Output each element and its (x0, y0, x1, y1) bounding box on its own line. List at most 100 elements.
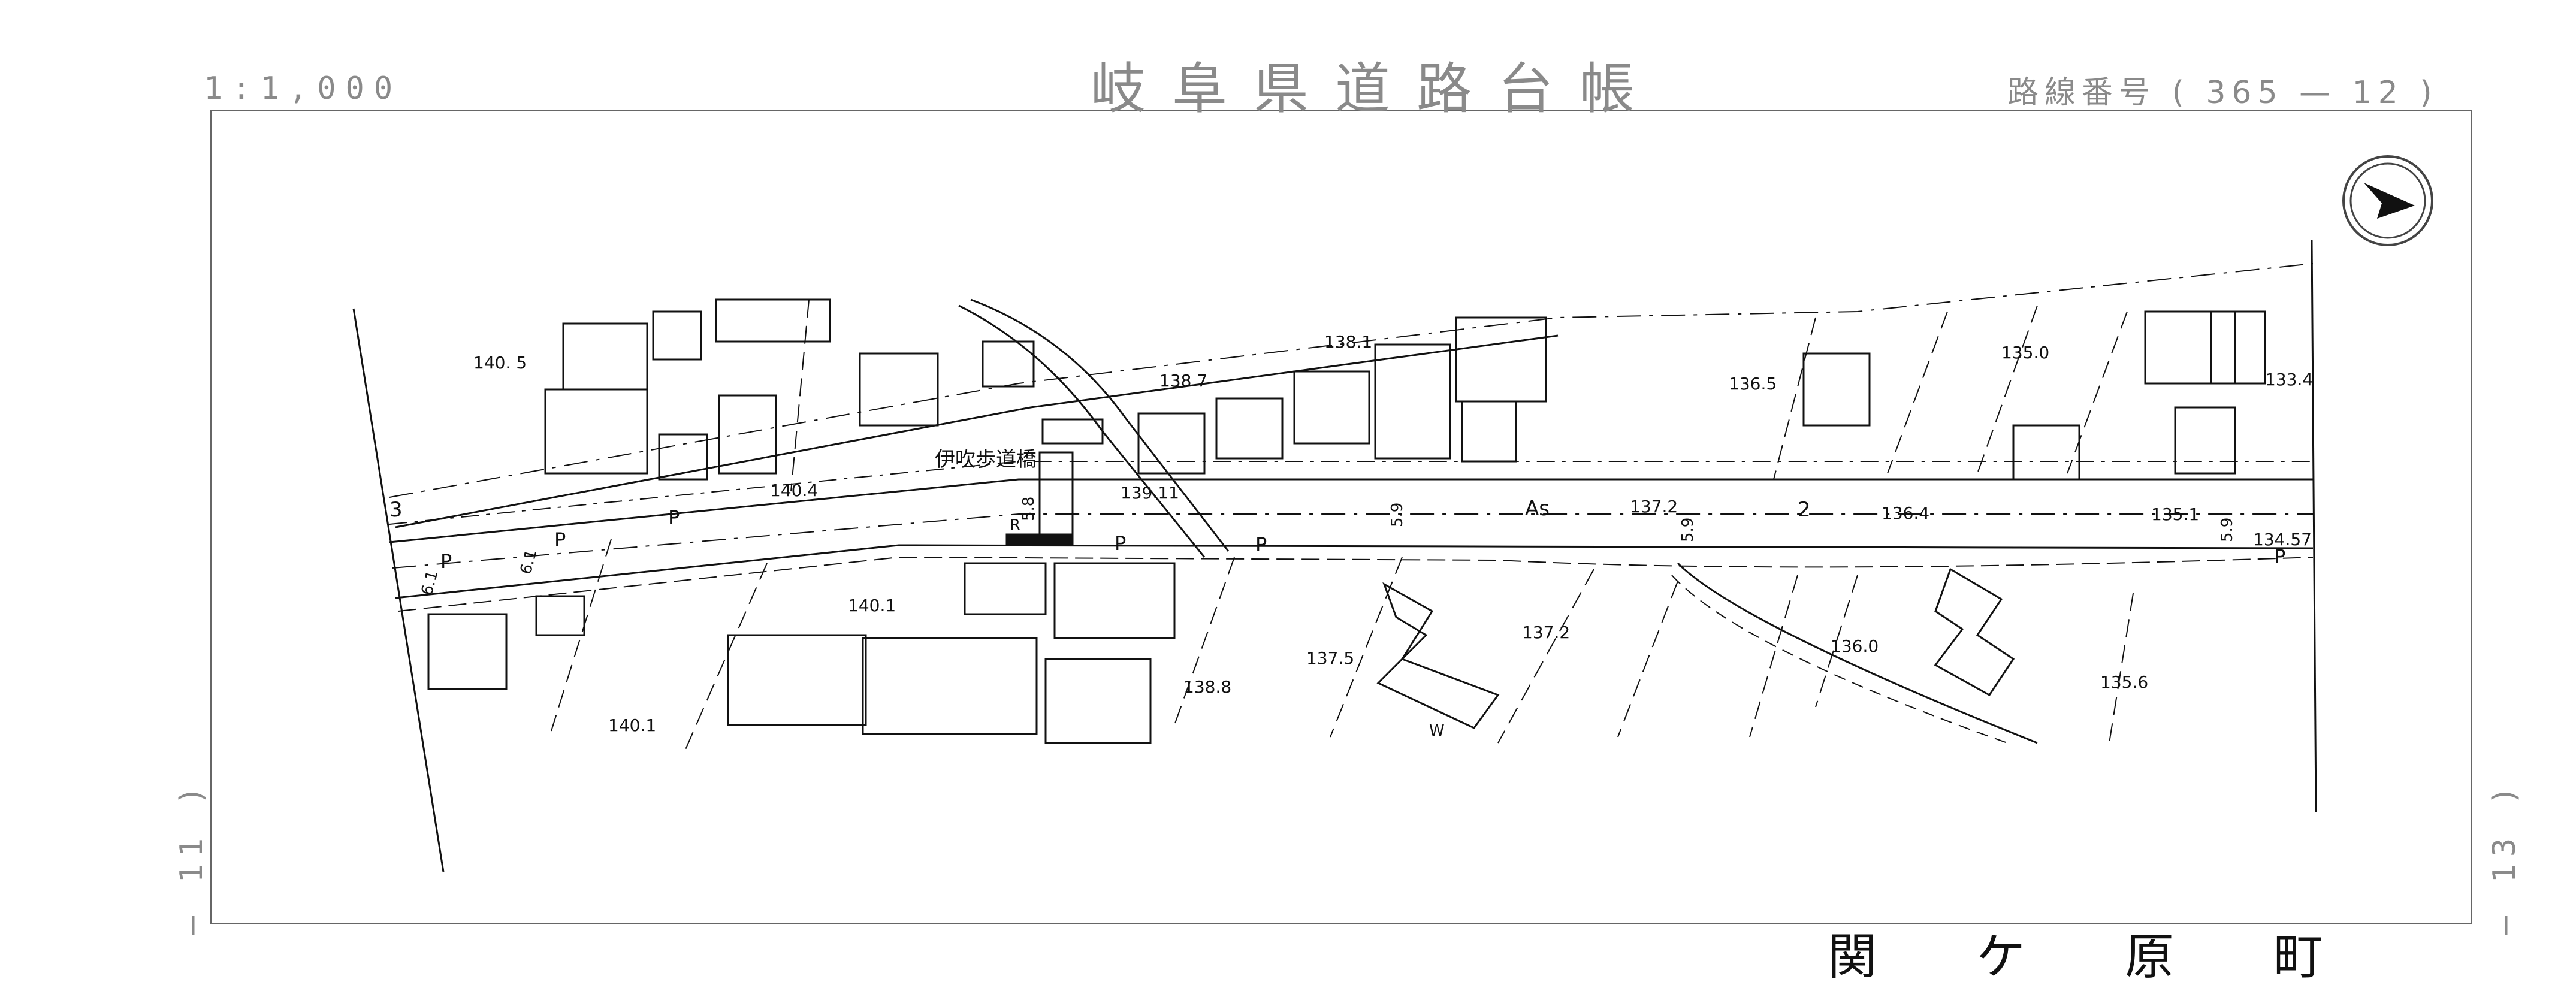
boundary-line-south (398, 556, 2314, 612)
pedestrian-bridge[interactable] (1038, 451, 1074, 543)
pavement-type: As (1525, 497, 1550, 521)
page-title: 岐阜県道路台帳 (1091, 57, 1662, 121)
map-frame (210, 110, 2472, 924)
map-edge-line (2311, 239, 2317, 812)
building (1461, 400, 1517, 463)
building (427, 613, 508, 690)
parking-symbol: P (668, 506, 680, 529)
bridge-stairs (1005, 533, 1074, 546)
railway-track (958, 304, 1206, 558)
building (1934, 567, 2015, 696)
side-road-curve (1671, 575, 2008, 744)
building (1376, 582, 1500, 729)
lot-boundary (2067, 311, 2128, 474)
railway-track (970, 298, 1230, 552)
lot-boundary (1497, 569, 1594, 744)
elevation-label: 137.5 (1306, 648, 1354, 668)
elevation-label: 140.1 (608, 715, 656, 735)
parking-symbol: P (1255, 533, 1267, 556)
building (544, 388, 648, 475)
elevation-label: 133.4 (2265, 370, 2313, 389)
building (535, 595, 585, 636)
building (1374, 343, 1451, 460)
frontage-road-edge (395, 334, 1559, 528)
building (652, 310, 702, 361)
lot-boundary (551, 539, 612, 732)
road-width: 5.9 (2218, 518, 2236, 542)
parking-symbol: P (1115, 532, 1126, 555)
road-width: 5.9 (1679, 518, 1697, 542)
parking-symbol: P (440, 550, 452, 573)
lot-boundary (1749, 575, 1798, 738)
municipality-name: 関 ケ 原 町 (1828, 929, 2365, 986)
lot-boundary (1617, 581, 1678, 738)
road-width: 5.9 (1388, 503, 1406, 527)
lot-boundary (790, 299, 810, 492)
elevation-label: 136.5 (1729, 374, 1777, 394)
road-edge-south (395, 544, 2314, 599)
map-edge-line (352, 308, 445, 872)
elevation-label: 135.6 (2100, 672, 2148, 692)
lot-boundary (1773, 317, 1816, 480)
elevation-label: 135.1 (2151, 504, 2199, 524)
building (1137, 412, 1206, 475)
building (2144, 310, 2236, 385)
road-edge-north (389, 478, 2313, 543)
map-scale: 1:1,000 (204, 71, 403, 107)
road-centerline (392, 513, 2313, 569)
frontage-road-north (389, 263, 2314, 498)
building (964, 562, 1047, 615)
north-arrow-icon (2342, 155, 2433, 246)
road-width: 5.8 (1020, 497, 1038, 521)
lane-count: 2 (1798, 498, 1811, 522)
building (862, 637, 1038, 735)
lot-boundary (2109, 593, 2134, 744)
parking-symbol: P (554, 528, 566, 551)
building (658, 433, 708, 481)
lot-boundary (1887, 311, 1948, 474)
building (1053, 562, 1176, 639)
building (2012, 424, 2080, 481)
road-width: 6.1 (517, 548, 541, 576)
building (982, 340, 1035, 388)
building (1215, 397, 1284, 460)
lot-boundary (682, 563, 768, 756)
bridge-stairs (1041, 418, 1104, 445)
parking-symbol: P (2274, 545, 2285, 568)
building (1455, 316, 1547, 403)
elevation-label: 140.4 (770, 481, 818, 500)
elevation-label: 138.7 (1159, 371, 1207, 391)
building (859, 352, 939, 427)
building (1802, 352, 1871, 427)
building (715, 298, 831, 343)
elevation-label: 138.8 (1183, 677, 1231, 697)
building (1044, 658, 1152, 744)
river-symbol: R (1010, 516, 1020, 534)
well-symbol: W (1429, 722, 1445, 740)
lot-boundary (1815, 575, 1858, 708)
elevation-label: 140.1 (848, 596, 896, 615)
bridge-name[interactable]: 伊吹歩道橋 (935, 448, 1037, 472)
elevation-label: 137.2 (1522, 623, 1570, 642)
road-map[interactable]: 140. 5 138.7 138.1 136.5 135.0 133.4 140… (0, 0, 2576, 942)
elevation-label: 136.0 (1831, 636, 1879, 656)
elevation-label: 135.0 (2001, 343, 2049, 362)
side-road-curve (1677, 562, 2038, 744)
building (2174, 406, 2236, 475)
lot-boundary (1330, 557, 1403, 738)
building (2210, 310, 2266, 385)
route-number: 路線番号 ( 365 — 12 ) (2007, 75, 2438, 111)
elevation-label: 139.11 (1121, 483, 1179, 503)
lot-boundary (1977, 305, 2038, 474)
building (718, 394, 777, 475)
elevation-label: 136.4 (1882, 503, 1929, 523)
building (727, 634, 867, 726)
section-marker: 3 (389, 498, 403, 522)
building (1293, 370, 1370, 445)
elevation-label: 134.57 (2253, 530, 2312, 549)
lot-boundary (1174, 557, 1235, 726)
elevation-label: 140. 5 (473, 353, 527, 373)
building (562, 322, 648, 391)
elevation-label: 137.2 (1630, 497, 1678, 516)
elevation-label: 138.1 (1324, 332, 1372, 352)
